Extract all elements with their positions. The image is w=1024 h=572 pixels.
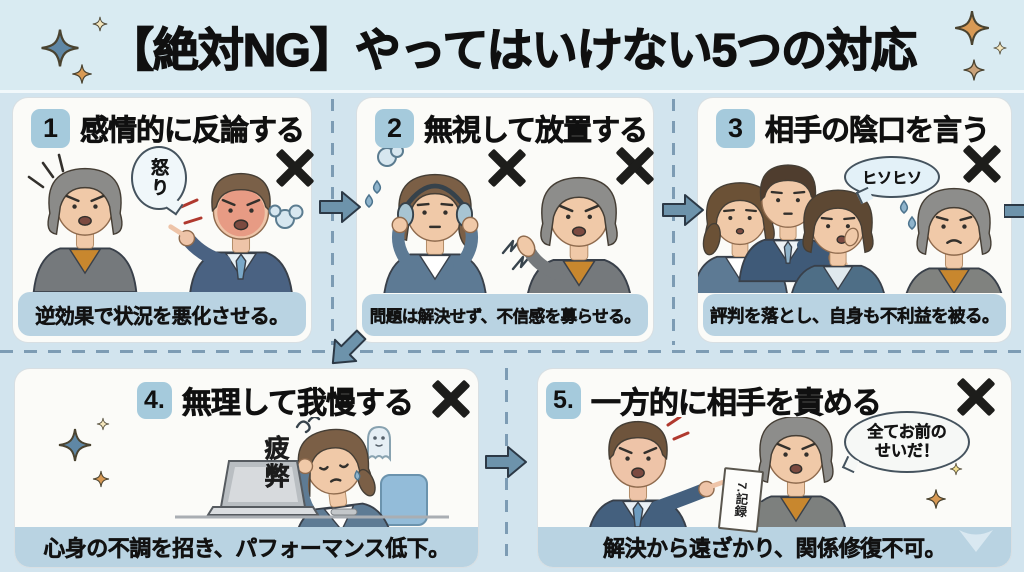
panel-2-illustration <box>364 144 633 293</box>
speech-bubble-blame-line1: 全てお前の <box>867 424 947 441</box>
laptop-icon <box>206 460 320 516</box>
arrow-right-icon-1 <box>319 191 361 223</box>
panel-4-header: 4. 無理して我慢する <box>137 378 415 422</box>
panel-1-illustration <box>27 153 304 293</box>
panel-5-header: 5. 一方的に相手を責める <box>546 378 883 422</box>
x-mark-icon <box>431 379 471 419</box>
title-band: 【絶対NG】やってはいけない5つの対応 <box>0 0 1024 93</box>
speech-bubble-anger: 怒り <box>131 146 187 210</box>
panel-1-header: 1 感情的に反論する <box>31 107 306 149</box>
shouting-person-icon <box>168 172 294 293</box>
sparkle-cluster-left-icon <box>40 16 108 85</box>
sweat-drop-icon <box>899 199 909 214</box>
panel-4-illustration <box>58 417 449 527</box>
x-mark-icon <box>962 144 1002 184</box>
panel-2: 2 無視して放置する <box>356 97 654 343</box>
anger-dashes-icon <box>179 198 203 225</box>
x-mark-icon <box>615 146 655 186</box>
arrow-right-edge-icon <box>1004 196 1024 226</box>
sparkle-cluster-icon <box>58 417 110 488</box>
x-mark-icon <box>956 377 996 417</box>
dashed-divider-horizontal <box>0 350 1024 353</box>
gossip-woman-icon <box>698 182 789 293</box>
dashed-divider-vertical-2 <box>672 99 675 345</box>
panel-5-caption: 解決から遠ざかり、関係修復不可。 <box>538 527 1011 567</box>
panel-3-heading: 相手の陰口を言う <box>765 115 991 148</box>
panel-5-number-badge: 5. <box>546 381 581 419</box>
accusing-man-icon <box>585 420 728 529</box>
page-title: 【絶対NG】やってはいけない5つの対応 <box>107 23 918 76</box>
sweat-drop-icon <box>364 193 374 208</box>
speech-bubble-blame: 全てお前の せいだ！ <box>844 411 970 473</box>
x-mark-icon <box>275 148 315 188</box>
panel-4-caption: 心身の不調を招き、パフォーマンス低下。 <box>15 527 478 567</box>
sparkle-cluster-right-icon <box>954 10 1007 82</box>
panel-3-illustration <box>698 164 1007 293</box>
ghost-icon <box>367 425 391 462</box>
panel-2-number-badge: 2 <box>375 108 414 148</box>
arrow-right-icon-2 <box>662 194 704 226</box>
speech-bubble-blame-line2: せいだ！ <box>874 443 939 460</box>
sweat-drop-icon <box>907 215 917 230</box>
panel-2-header: 2 無視して放置する <box>375 107 649 149</box>
panel-1: 1 感情的に反論する <box>12 97 312 343</box>
mouse-icon <box>330 508 358 516</box>
panel-4-heading: 無理して我慢する <box>181 387 415 421</box>
emphasis-lines-icon <box>27 153 65 189</box>
panel-3-caption: 評判を落とし、自身も不利益を被る。 <box>703 294 1006 336</box>
panel-2-caption: 問題は解決せず、不信感を募らせる。 <box>362 294 648 336</box>
panel-3-number-badge: 3 <box>716 108 755 148</box>
panel-5: 5. 一方的に相手を責める <box>537 368 1012 568</box>
panel-1-caption: 逆効果で状況を悪化させる。 <box>18 292 306 336</box>
person-headphones-icon <box>382 173 488 293</box>
chevron-down-decoration <box>959 530 993 552</box>
panel-1-number-badge: 1 <box>31 108 70 148</box>
dizzy-squiggle-icon <box>295 417 321 434</box>
panel-4-number-badge: 4. <box>137 381 172 419</box>
annoyance-zigzag-icon <box>501 237 533 271</box>
anger-dashes-icon <box>666 417 690 441</box>
sigh-puff-icon <box>377 144 404 167</box>
fatigue-label: 疲弊 <box>261 435 290 492</box>
panel-3-header: 3 相手の陰口を言う <box>716 107 991 149</box>
panel-4: 4. 無理して我慢する <box>14 368 479 568</box>
steam-puff-icon <box>268 204 304 229</box>
x-mark-icon <box>487 148 527 188</box>
panel-1-heading: 感情的に反論する <box>80 115 306 148</box>
paper-note: 7.記録 <box>717 467 765 533</box>
chair-icon <box>380 474 428 526</box>
panel-3: 3 相手の陰口を言う <box>697 97 1012 343</box>
panel-5-heading: 一方的に相手を責める <box>590 387 883 421</box>
whispering-woman-icon <box>788 189 888 293</box>
angry-woman-icon <box>516 176 633 293</box>
panel-2-heading: 無視して放置する <box>424 115 649 148</box>
sweat-drop-icon <box>372 179 382 194</box>
angry-woman-icon <box>32 167 138 293</box>
upset-woman-icon <box>901 187 1007 293</box>
arrow-down-left-icon <box>321 323 373 375</box>
arrow-right-icon-3 <box>485 446 527 478</box>
speech-bubble-whisper: ヒソヒソ <box>844 156 940 198</box>
dashed-divider-vertical-1 <box>331 99 334 345</box>
